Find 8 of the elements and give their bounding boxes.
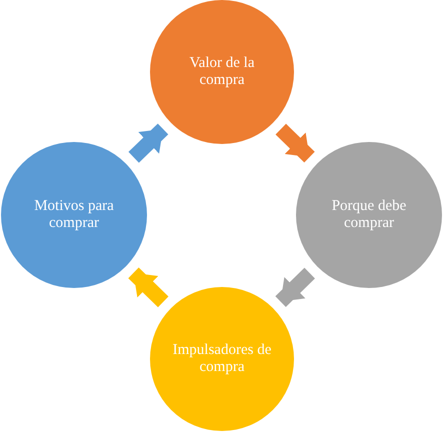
block-arrow [276, 124, 315, 162]
block-arrow [128, 124, 168, 163]
node-label: Impulsadores de compra [172, 342, 272, 376]
node-label: Porque debe comprar [330, 198, 408, 232]
node-label: Valor de la compra [188, 54, 256, 90]
block-arrow [128, 268, 168, 308]
node-label: Motivos para comprar [33, 198, 115, 232]
block-arrow [275, 268, 315, 307]
